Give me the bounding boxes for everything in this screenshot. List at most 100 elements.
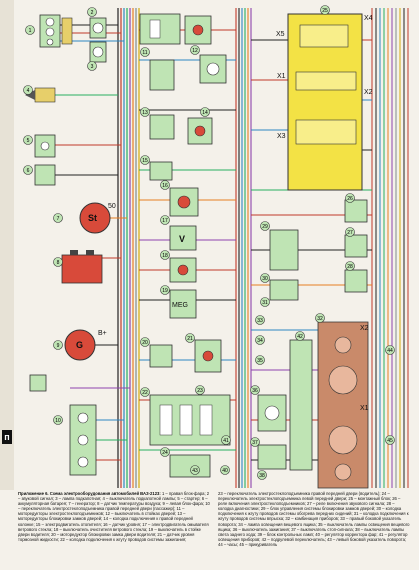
caption-left-column: Приложение 6. Схема электрооборудования … [18,491,210,542]
callout-number: 22 [142,390,148,396]
hood-switch [34,134,56,158]
callout-marker [385,345,395,355]
callout-number: 8 [57,260,60,266]
callout-number: 14 [202,110,208,116]
starter [79,202,111,234]
motor-reductor-11 [199,54,227,84]
label-b-plus: B+ [98,330,107,337]
callout-marker [160,180,170,190]
meg-module [169,289,197,319]
callout-marker [87,7,97,17]
callout-number: 25 [322,8,328,14]
callout-number: 42 [297,334,303,340]
callout-number: 6 [27,168,30,174]
ignition-switch-36 [257,394,287,432]
callout-number: 1 [29,28,32,34]
callout-number: 23 [197,388,203,394]
callout-number: 38 [259,473,265,479]
generator [64,329,96,361]
callout-marker [185,333,195,343]
wire-bundle-left [117,8,140,488]
callout-marker [53,257,63,267]
callout-number: 26 [347,196,353,202]
callout-marker [345,193,355,203]
callout-marker [53,213,63,223]
sound-signal-2 [89,17,107,39]
callout-marker [345,261,355,271]
callout-marker [160,215,170,225]
left-blockfara-1 [39,14,73,48]
label-fifty: 50 [108,203,116,210]
label-x3: X3 [277,133,286,140]
label-x1: X1 [277,73,286,80]
stop-switch-37 [257,444,287,470]
callout-marker [385,435,395,445]
page-mark: п [2,430,12,444]
callout-number: 5 [27,138,30,144]
relay-27 [344,234,368,258]
callout-marker [23,165,33,175]
label-starter: St [88,213,97,223]
callout-marker [221,435,231,445]
callout-marker [190,465,200,475]
callout-number: 34 [257,338,263,344]
callout-number: 31 [262,300,268,306]
callout-number: 10 [55,418,61,424]
callout-number: 45 [387,438,393,444]
callout-marker [53,415,63,425]
callout-marker [140,337,150,347]
connector-14 [149,161,173,181]
callout-marker [260,297,270,307]
relay-26 [344,199,368,223]
callout-number: 13 [142,110,148,116]
label-meg: MEG [172,302,188,309]
label-x2: X2 [364,89,373,96]
diagnostic-28 [344,269,368,293]
wire-bundle-center [235,8,252,488]
voltage-regulator [169,225,197,251]
callout-number: 4 [27,88,30,94]
figure-caption: Приложение 6. Схема электрооборудования … [18,491,413,569]
sound-signal-3 [89,41,107,63]
label-voltage: V [179,234,185,244]
callout-number: 11 [142,50,147,56]
callout-marker [260,221,270,231]
wire-bundle-right [371,8,409,488]
label-x2-lower: X2 [360,325,369,332]
callout-number: 30 [262,276,268,282]
lock-control-29 [269,229,299,271]
callout-number: 15 [142,158,148,164]
steering-switch-42 [289,339,313,471]
callout-number: 16 [162,183,168,189]
callout-number: 43 [192,468,198,474]
callout-number: 18 [162,253,168,259]
door-lock-20 [194,339,222,373]
callout-marker [23,135,33,145]
left-blockfara-9 [69,404,97,476]
door-switch-19 [149,344,173,368]
callout-number: 12 [192,48,198,54]
callout-number: 36 [252,388,258,394]
callout-number: 28 [347,264,353,270]
callout-number: 44 [387,348,393,354]
air-temp-sensor [34,164,56,186]
callout-number: 32 [317,316,323,322]
callout-number: 27 [347,230,353,236]
callout-marker [140,107,150,117]
callout-number: 37 [252,440,258,446]
callout-marker [257,470,267,480]
callout-marker [295,331,305,341]
callout-number: 19 [162,288,168,294]
caption-left-text: 1 – правая блок-фара; 2 – звуковой сигна… [18,491,210,542]
callout-number: 40 [222,468,228,474]
connector-30-31 [269,279,299,301]
callout-number: 21 [187,336,193,342]
relay-block-top [139,13,212,45]
mounting-block-25 [287,13,363,191]
callout-marker [315,313,325,323]
caption-right-text: 23 – переключатель электростеклоподъемни… [218,491,410,547]
callout-marker [140,155,150,165]
door-switch-12 [149,114,175,140]
